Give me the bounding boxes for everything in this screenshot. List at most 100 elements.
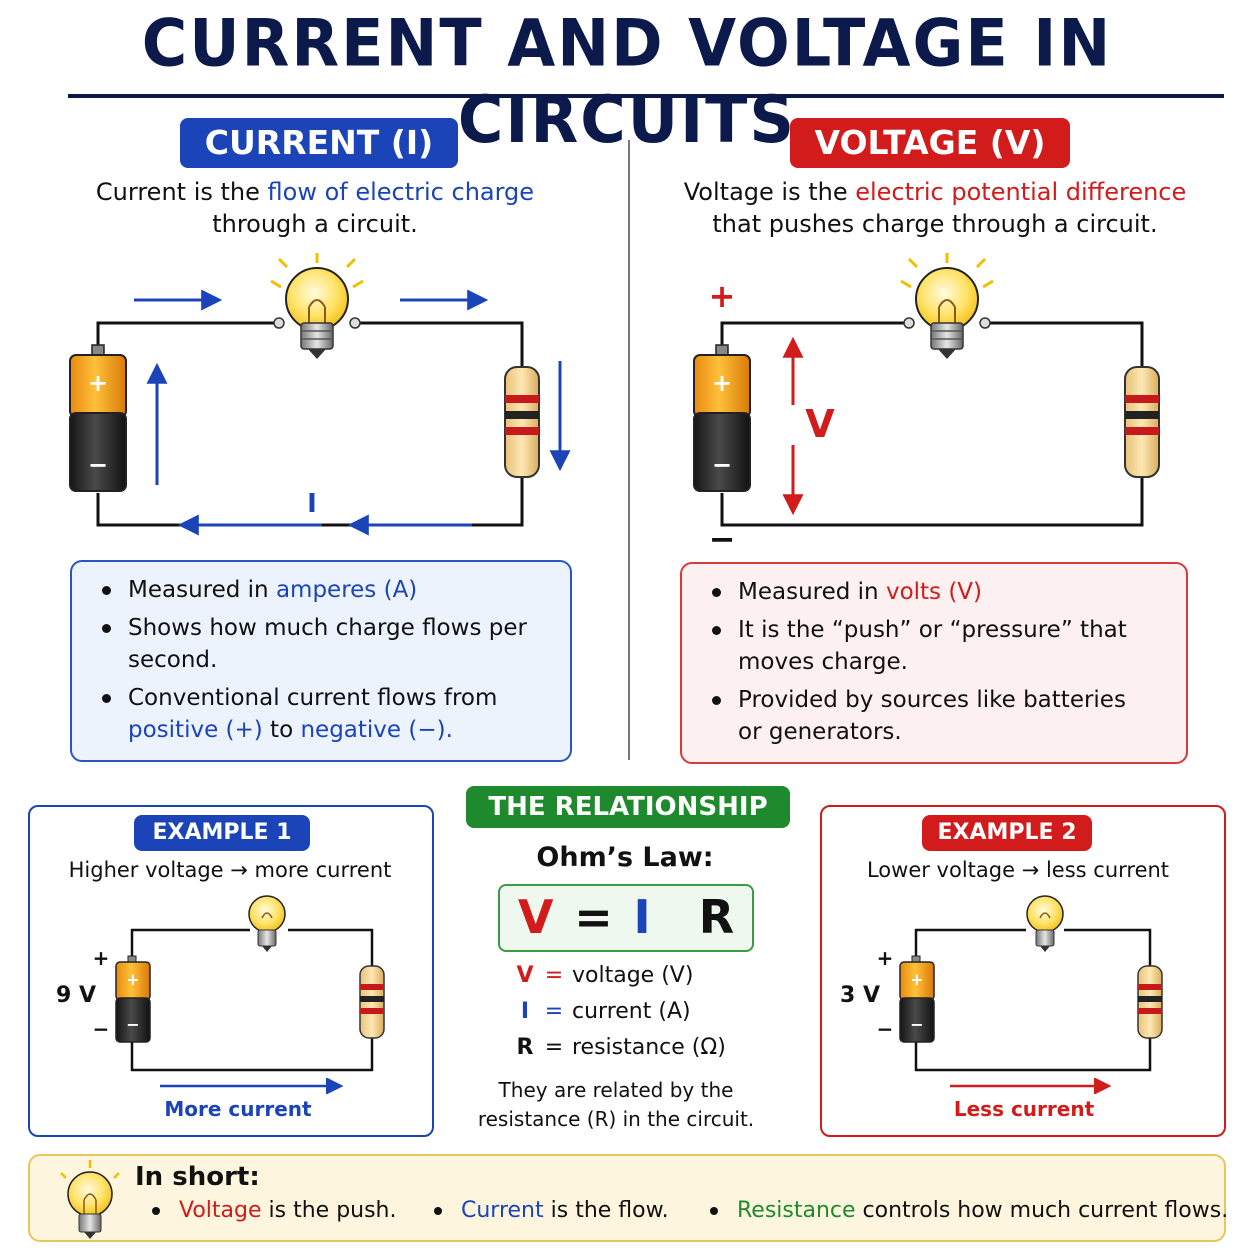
bulb-icon (900, 253, 994, 359)
resistor-icon (359, 965, 385, 1039)
voltage-bullet-1-highlight: volts (V) (885, 579, 983, 605)
voltage-terminal-plus: + (709, 277, 736, 315)
in-short-resistance-key: Resistance (737, 1198, 856, 1223)
current-top-wire-left (96, 321, 282, 353)
current-bullet-2: Shows how much charge flows per second. (94, 612, 554, 676)
battery-icon: + − (899, 955, 935, 1043)
current-heading: CURRENT (I) (180, 118, 458, 168)
bulb-icon (1026, 895, 1064, 952)
in-short-current-key: Current (461, 1198, 544, 1223)
battery-minus-label: − (88, 451, 108, 479)
voltage-definition: Voltage is the electric potential differ… (660, 176, 1210, 240)
ohms-law-formula: V = I R (498, 884, 754, 952)
legend-text: resistance (Ω) (572, 1035, 726, 1060)
example1-minus: − (93, 1017, 110, 1041)
example1-plus: + (93, 946, 110, 970)
current-definition: Current is the flow of electric charge t… (40, 176, 590, 240)
current-def-highlight: flow of electric charge (267, 178, 535, 206)
voltage-def-highlight: electric potential difference (855, 178, 1187, 206)
voltage-def-pre: Voltage is the (683, 178, 856, 206)
relationship-note-line2: resistance (R) in the circuit. (477, 1107, 755, 1131)
legend-row-resistance: R=resistance (Ω) (514, 1030, 774, 1066)
center-divider (628, 140, 630, 760)
in-short-current-rest: is the flow. (543, 1198, 669, 1223)
resistor-icon (1137, 965, 1163, 1039)
example1-top-wire-right (288, 928, 374, 966)
formula-equals: = (574, 890, 613, 944)
example1-current-arrow (160, 1078, 344, 1094)
example2-heading: EXAMPLE 2 (922, 815, 1092, 851)
example1-top-wire-left (130, 928, 250, 960)
legend-row-voltage: V=voltage (V) (514, 958, 774, 994)
example2-voltage-label: 3 V (840, 983, 880, 1008)
example1-bottom-wire (130, 1038, 374, 1072)
battery-plus-label: + (712, 369, 732, 397)
relationship-heading: THE RELATIONSHIP (466, 786, 790, 828)
example2-top-wire-left (914, 928, 1026, 960)
current-bullet-3-pre: Conventional current flows from (128, 685, 498, 711)
bulb-icon (270, 253, 364, 359)
battery-minus-label: − (126, 1015, 139, 1034)
voltage-bullet-3: Provided by sources like batteries or ge… (704, 684, 1144, 748)
example1-voltage-label: 9 V (56, 983, 96, 1008)
legend-text: current (A) (572, 999, 691, 1024)
legend-equals: = (544, 963, 564, 988)
current-def-pre: Current is the (95, 178, 268, 206)
current-bullet-3: Conventional current flows from positive… (94, 682, 554, 746)
example2-bottom-wire (914, 1038, 1152, 1072)
battery-minus-label: − (712, 451, 732, 479)
voltage-info-box: Measured in volts (V) It is the “push” o… (680, 562, 1188, 764)
current-bullet-3-mid: to (262, 717, 301, 743)
legend-symbol: R (516, 1035, 534, 1060)
battery-icon: + − (115, 955, 151, 1043)
example2-current-arrow (950, 1078, 1112, 1094)
battery-plus-label: + (126, 970, 139, 989)
example2-circuit-diagram: + − + 3 V − (840, 895, 1163, 1072)
battery-icon: + − (69, 344, 127, 492)
relationship-note-line1: They are related by the (498, 1078, 734, 1102)
voltage-bullet-2: It is the “push” or “pressure” that move… (704, 614, 1144, 678)
current-bullet-1-pre: Measured in (128, 577, 276, 603)
in-short-resistance-rest: controls how much current flows. (855, 1198, 1229, 1223)
voltage-circuit-diagram: + − + − V (693, 253, 1160, 555)
current-bullet-3-positive: positive (+) (128, 717, 263, 743)
battery-plus-label: + (88, 369, 108, 397)
formula-r: R (698, 890, 735, 944)
voltage-bottom-wire (720, 477, 1144, 527)
current-bullet-3-end: . (445, 717, 453, 743)
in-short-voltage-rest: is the push. (261, 1198, 397, 1223)
current-i-label: I (307, 489, 317, 519)
example1-subtitle: Higher voltage → more current (68, 858, 392, 882)
voltage-terminal-minus: − (709, 520, 736, 555)
example2-plus: + (877, 946, 894, 970)
in-short-item-resistance: Resistance controls how much current flo… (710, 1198, 1228, 1223)
voltage-heading: VOLTAGE (V) (790, 118, 1070, 168)
resistor-icon (1124, 366, 1160, 478)
voltage-bullet-1-pre: Measured in (738, 579, 886, 605)
voltage-bullet-1: Measured in volts (V) (704, 576, 1144, 608)
legend-symbol: I (520, 999, 530, 1024)
current-top-wire-right (352, 321, 524, 375)
battery-minus-label: − (910, 1015, 923, 1034)
resistor-icon (504, 366, 540, 478)
legend-row-current: I = current (A) (514, 994, 774, 1030)
example1-heading: EXAMPLE 1 (134, 815, 310, 851)
example1-circuit-diagram: + − + 9 V − (56, 895, 385, 1072)
voltage-def-line2: that pushes charge through a circuit. (712, 210, 1158, 238)
in-short-item-voltage: Voltage is the push. (152, 1198, 397, 1223)
example2-subtitle: Lower voltage → less current (866, 858, 1170, 882)
battery-icon: + − (693, 344, 751, 492)
in-short-voltage-key: Voltage (179, 1198, 262, 1223)
voltage-top-wire-left (720, 321, 908, 353)
example2-minus: − (877, 1017, 894, 1041)
ohms-law-title: Ohm’s Law: (536, 842, 714, 873)
in-short-item-current: Current is the flow. (434, 1198, 669, 1223)
example2-top-wire-right (1064, 928, 1152, 966)
formula-i: I (633, 890, 651, 944)
lightbulb-icon (60, 1160, 120, 1239)
legend-equals: = (544, 999, 564, 1024)
page-title: CURRENT AND VOLTAGE IN CIRCUITS (141, 4, 1113, 158)
title-underline (68, 94, 1224, 98)
current-bullet-1: Measured in amperes (A) (94, 574, 554, 606)
current-info-box: Measured in amperes (A) Shows how much c… (70, 560, 572, 762)
